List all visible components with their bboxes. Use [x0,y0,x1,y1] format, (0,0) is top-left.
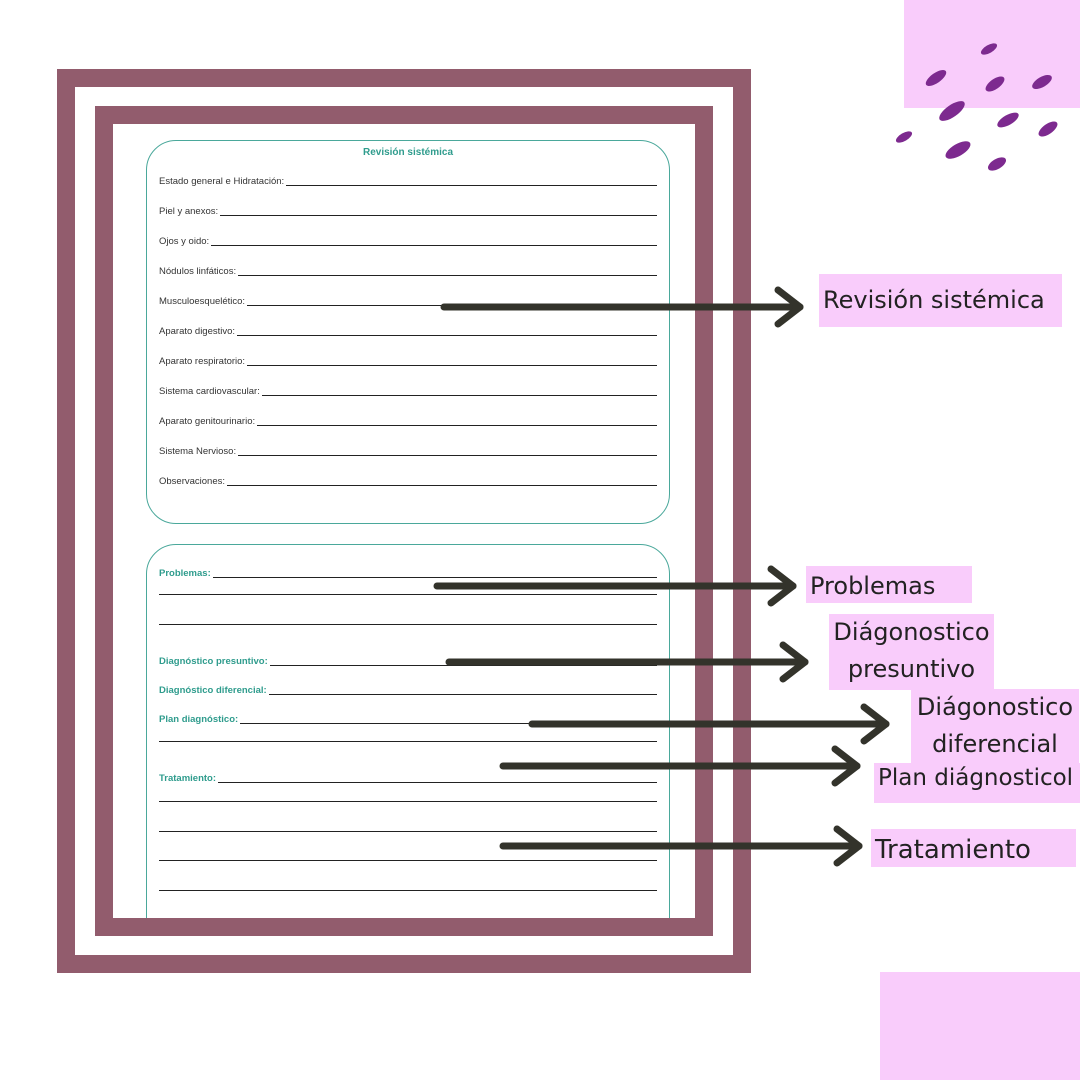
fill-line [159,890,657,891]
field-label: Aparato digestivo: [159,326,236,337]
callout-diferencial: Diágonostico diferencial [911,689,1079,763]
field-row: Sistema cardiovascular: [159,383,657,397]
arrow-revision [440,286,804,328]
fill-line [257,425,657,426]
field-label: Observaciones: [159,476,226,487]
plan-card: Problemas: Diagnóstico presuntivo: Diagn… [146,544,670,918]
fill-line [159,741,657,742]
field-label-plan: Plan diagnóstico: [159,714,239,725]
field-row: Estado general e Hidratación: [159,173,657,187]
callout-problemas-label: Problemas [810,572,936,600]
fill-line [220,215,657,216]
fill-line [159,594,657,595]
fill-line [159,624,657,625]
field-label-problemas: Problemas: [159,568,211,579]
callout-revision: Revisión sistémica [819,274,1062,327]
field-label: Ojos y oido: [159,236,210,247]
fill-line [238,275,657,276]
arrow-presuntivo [445,641,809,683]
fill-line [261,395,657,396]
fill-line [247,365,657,366]
revision-card-title: Revisión sistémica [362,147,454,158]
callout-plan: Plan diágnosticol [874,763,1080,803]
field-label: Musculoesquelético: [159,296,246,307]
callout-presuntivo: Diágonostico presuntivo [829,614,994,690]
field-row: Nódulos linfáticos: [159,263,657,277]
callout-diferencial-line1: Diágonostico [916,693,1074,721]
field-row: Aparato genitourinario: [159,413,657,427]
field-row: Piel y anexos: [159,203,657,217]
field-label-diferencial: Diagnóstico diferencial: [159,685,267,696]
arrow-tratamiento [499,825,863,867]
field-label: Estado general e Hidratación: [159,176,285,187]
arrow-problemas [433,565,797,607]
callout-presuntivo-line2: presuntivo [847,655,976,683]
field-label: Nódulos linfáticos: [159,266,237,277]
field-label: Sistema Nervioso: [159,446,237,457]
field-label-tratamiento: Tratamiento: [159,773,217,784]
fill-line [211,245,657,246]
fill-line [212,577,657,578]
callout-problemas: Problemas [806,566,972,603]
frame-inner [95,106,713,936]
field-row-diferencial: Diagnóstico diferencial: [159,682,657,696]
field-row-plan: Plan diagnóstico: [159,711,657,725]
fill-line [159,801,657,802]
form-document: Revisión sistémica Estado general e Hidr… [113,124,695,918]
field-row: Ojos y oido: [159,233,657,247]
revision-card: Revisión sistémica Estado general e Hidr… [146,140,670,524]
fill-line [237,335,657,336]
arrow-plan [499,745,861,787]
fill-line [240,723,657,724]
field-row-tratamiento: Tratamiento: [159,770,657,784]
fill-line [238,455,657,456]
field-label: Sistema cardiovascular: [159,386,260,397]
field-row-problemas: Problemas: [159,565,657,579]
arrow-diferencial [528,703,890,745]
field-label-presuntivo: Diagnóstico presuntivo: [159,656,268,667]
fill-line [227,485,657,486]
field-label: Aparato respiratorio: [159,356,246,367]
frame-outer [57,69,751,973]
fill-line [159,831,657,832]
fill-line [268,694,657,695]
fill-line [159,860,657,861]
fill-line [286,185,657,186]
field-row: Aparato respiratorio: [159,353,657,367]
callout-revision-label: Revisión sistémica [823,286,1045,314]
callout-presuntivo-line1: Diágonostico [833,618,990,646]
callout-tratamiento-label: Tratamiento [875,835,1031,865]
callout-tratamiento: Tratamiento [871,829,1076,867]
field-row: Sistema Nervioso: [159,443,657,457]
decorative-pink-block-bottom [880,972,1080,1080]
callout-plan-label: Plan diágnosticol [878,765,1074,791]
field-row: Observaciones: [159,473,657,487]
field-label: Aparato genitourinario: [159,416,256,427]
field-row: Aparato digestivo: [159,323,657,337]
callout-diferencial-line2: diferencial [932,730,1058,758]
fill-line [218,782,657,783]
field-label: Piel y anexos: [159,206,219,217]
